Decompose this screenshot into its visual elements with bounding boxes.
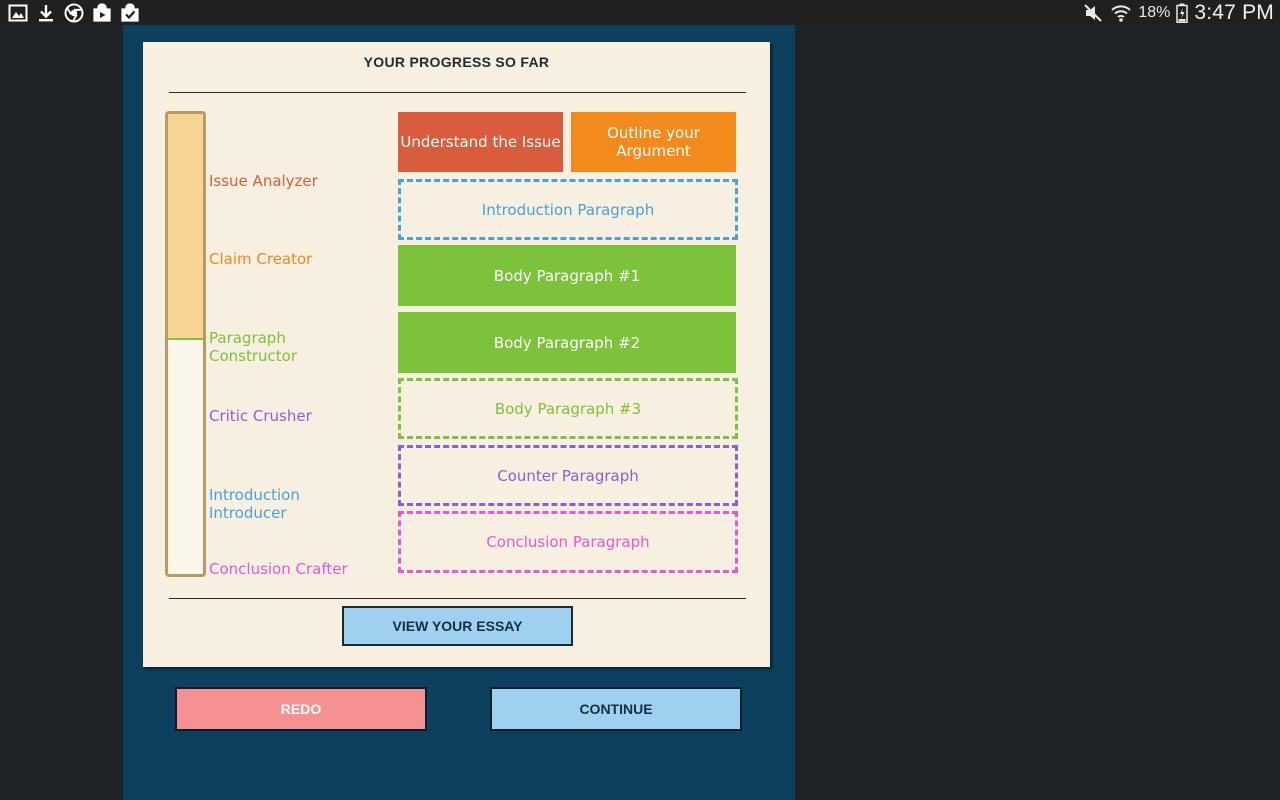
- stage-conclusion-crafter: Conclusion Crafter: [209, 560, 348, 578]
- progress-meter-fill: [168, 114, 203, 339]
- progress-meter: [165, 111, 206, 577]
- status-bar: 18% 3:47 PM: [0, 0, 1280, 25]
- battery-icon: [1176, 3, 1189, 23]
- block-body-paragraph-3[interactable]: Body Paragraph #3: [398, 378, 738, 439]
- clock: 3:47 PM: [1194, 0, 1274, 24]
- view-essay-button[interactable]: VIEW YOUR ESSAY: [342, 606, 573, 646]
- block-conclusion-paragraph[interactable]: Conclusion Paragraph: [398, 511, 738, 573]
- stage-issue-analyzer: Issue Analyzer: [209, 172, 318, 190]
- block-body-paragraph-1[interactable]: Body Paragraph #1: [398, 245, 736, 306]
- stage-critic-crusher: Critic Crusher: [209, 407, 312, 425]
- block-outline-argument[interactable]: Outline your Argument: [571, 112, 736, 172]
- gallery-icon: [8, 4, 28, 22]
- wifi-icon: [1111, 4, 1132, 22]
- stage-claim-creator: Claim Creator: [209, 250, 313, 268]
- block-counter-paragraph[interactable]: Counter Paragraph: [398, 445, 738, 506]
- divider-bottom: [169, 598, 746, 599]
- system-tray: 18% 3:47 PM: [1082, 0, 1274, 25]
- download-icon: [39, 5, 53, 22]
- battery-percent: 18%: [1138, 3, 1171, 21]
- redo-button[interactable]: REDO: [175, 687, 427, 731]
- divider-top: [169, 92, 746, 93]
- mute-icon: [1084, 3, 1103, 22]
- progress-card: YOUR PROGRESS SO FAR Issue Analyzer Clai…: [143, 42, 770, 667]
- notification-icons: [8, 3, 140, 23]
- chrome-icon: [64, 3, 84, 23]
- progress-meter-marker: [168, 338, 203, 340]
- app-panel: YOUR PROGRESS SO FAR Issue Analyzer Clai…: [123, 25, 795, 800]
- progress-title: YOUR PROGRESS SO FAR: [363, 54, 550, 70]
- block-understand-issue[interactable]: Understand the Issue: [398, 112, 563, 172]
- tasks-icon: [121, 3, 139, 22]
- continue-button[interactable]: CONTINUE: [490, 687, 742, 731]
- block-body-paragraph-2[interactable]: Body Paragraph #2: [398, 312, 736, 373]
- play-store-icon: [93, 3, 111, 22]
- block-introduction-paragraph[interactable]: Introduction Paragraph: [398, 179, 738, 240]
